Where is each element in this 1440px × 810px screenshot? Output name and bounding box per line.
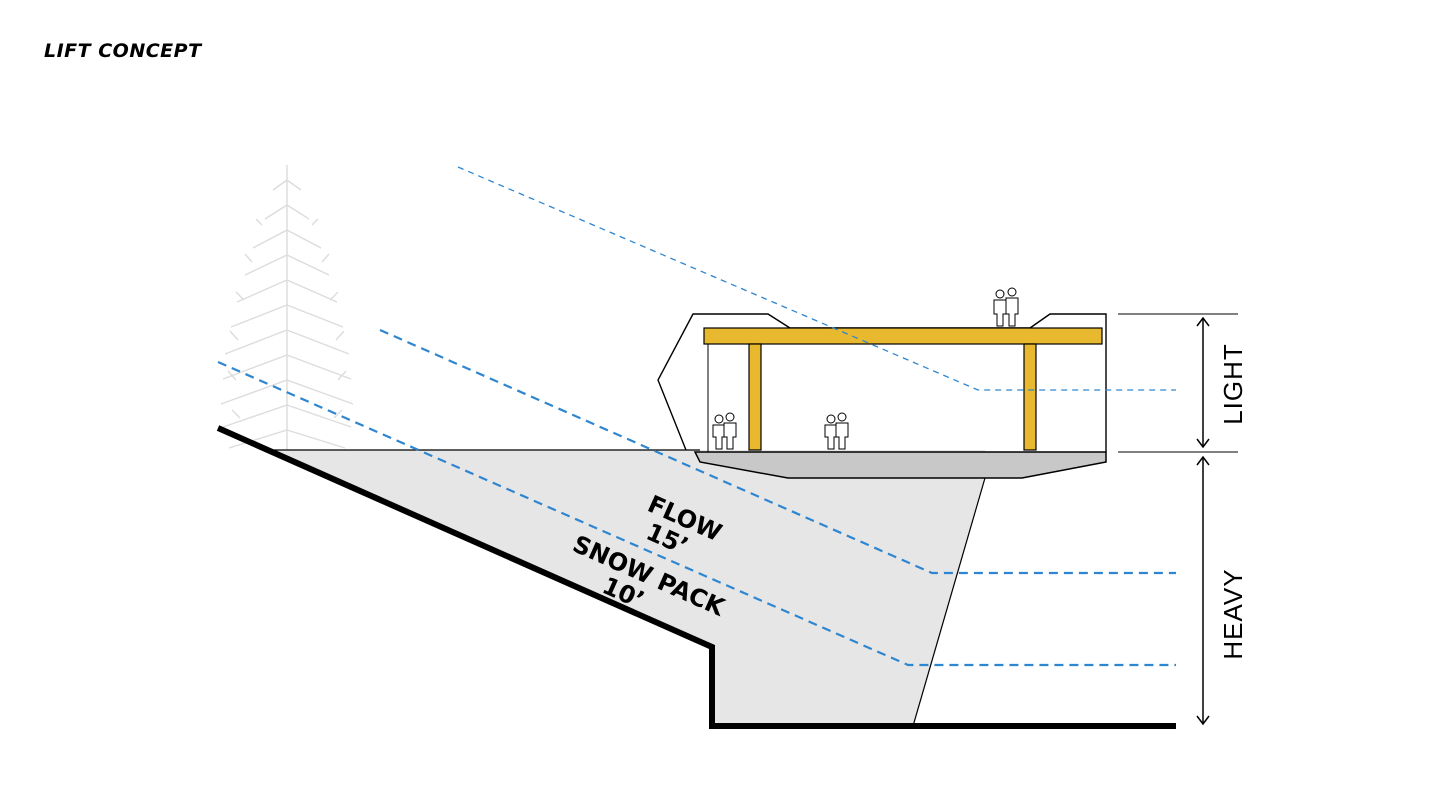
page-title: LIFT CONCEPT [44,40,202,62]
flow-line-10ft [217,360,1176,667]
light-label: LIGHT [1218,343,1248,425]
heavy-label: HEAVY [1218,568,1248,659]
column-left [748,343,762,451]
light-dimension-arrow [1196,316,1210,449]
people-center-icon [824,412,849,450]
heavy-dimension-arrow [1196,455,1210,726]
roof-beam [703,327,1103,345]
people-left-icon [712,412,737,450]
slope-outline [216,425,1176,729]
flow-line-15ft [379,328,1176,575]
people-roof-icon [993,287,1019,327]
tree-illustration [220,165,354,450]
retaining-wall-face [912,477,986,727]
flow-lines [217,166,1176,667]
flow-line-light [457,166,1176,391]
column-right [1023,343,1037,451]
